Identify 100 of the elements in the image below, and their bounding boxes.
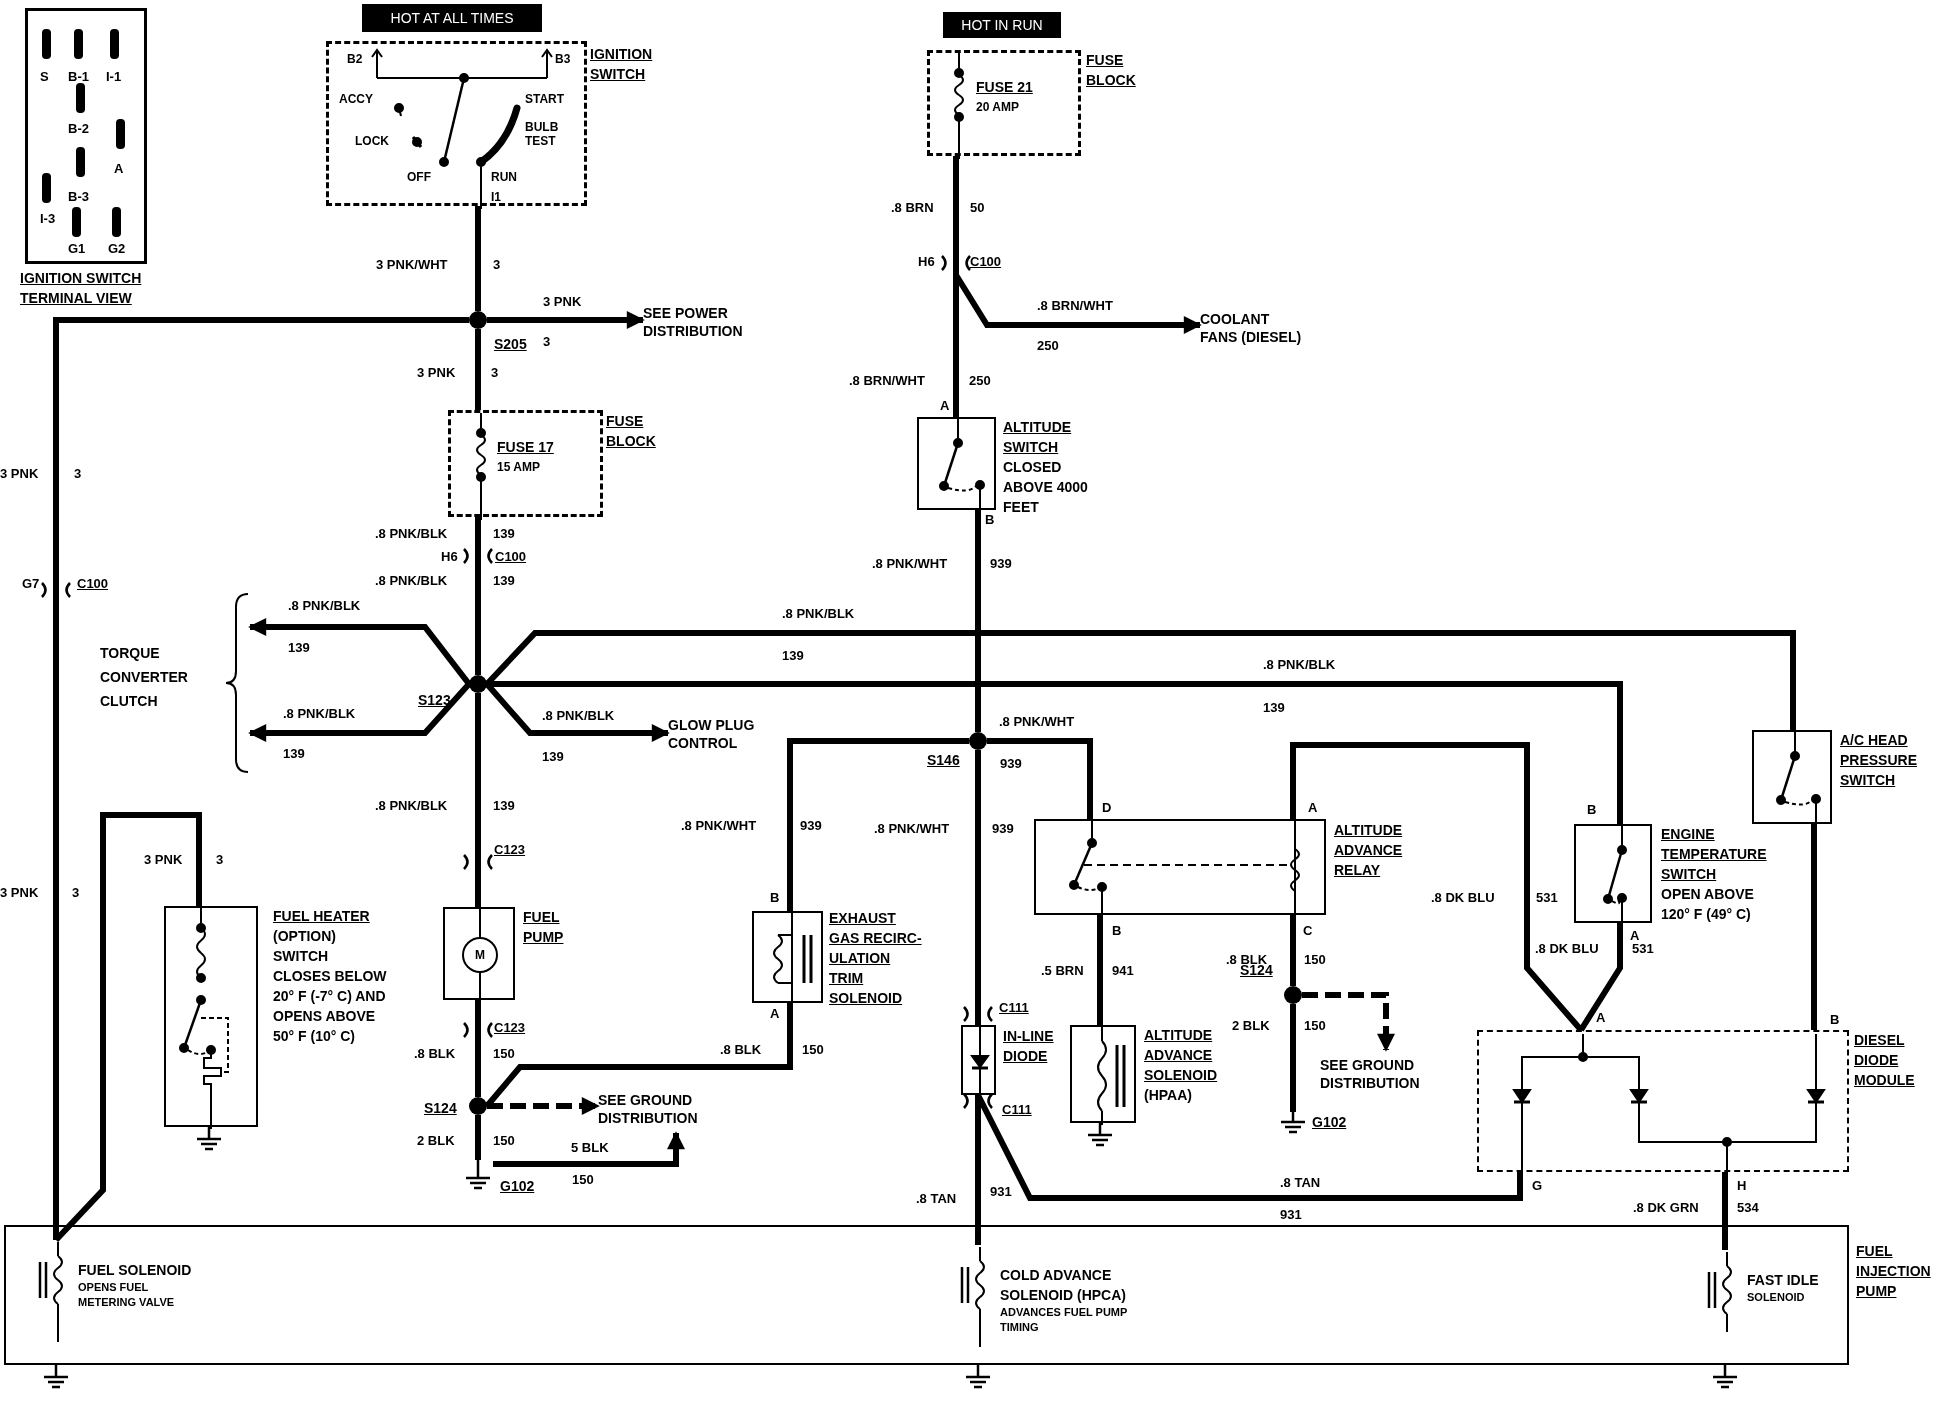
solenoid-label: ADVANCES FUEL PUMP TIMING bbox=[1000, 1305, 1129, 1335]
destination-label: TORQUE CONVERTER CLUTCH bbox=[100, 644, 189, 711]
wire-label: .8 PNK/BLK bbox=[283, 706, 356, 721]
wire-label: 250 bbox=[1037, 338, 1059, 353]
connector-label: C111 bbox=[999, 1000, 1029, 1015]
connector-label: C111 bbox=[1002, 1102, 1032, 1117]
wire-label: 3 PNK bbox=[0, 466, 39, 481]
wire-label: A bbox=[1308, 800, 1318, 815]
wire-label: 250 bbox=[969, 373, 991, 388]
wire-label: 139 bbox=[288, 640, 310, 655]
component-label: CLOSED ABOVE 4000 FEET bbox=[1003, 458, 1089, 517]
component-label: S123 bbox=[418, 691, 452, 710]
wire-label: B bbox=[985, 512, 995, 527]
ignition-switch-outline bbox=[326, 41, 587, 206]
wire bbox=[53, 812, 202, 1243]
wire-label: 3 PNK bbox=[417, 365, 456, 380]
wire-label: .8 PNK/WHT bbox=[874, 821, 950, 836]
wire-label: .8 DK GRN bbox=[1633, 1200, 1699, 1215]
component-label: IGNITION SWITCH TERMINAL VIEW bbox=[20, 269, 143, 308]
motor-symbol: M bbox=[462, 937, 498, 973]
wire-label: H bbox=[1737, 1178, 1747, 1193]
fuse-label: FUSE 21 bbox=[976, 78, 1033, 97]
connector-label: C100 bbox=[970, 254, 1002, 269]
wire bbox=[1811, 824, 1817, 1030]
wire-label: .8 DK BLU bbox=[1535, 941, 1599, 956]
switch-position-label: RUN bbox=[491, 170, 517, 184]
switch-position-label: START bbox=[525, 92, 565, 106]
heater-switch-outline bbox=[164, 906, 258, 1127]
wire-label: 139 bbox=[542, 749, 564, 764]
terminal-label: B-3 bbox=[68, 188, 89, 206]
wire-label: H6 bbox=[441, 549, 458, 564]
terminal-label: A bbox=[114, 160, 124, 178]
wire-label: B bbox=[1830, 1012, 1840, 1027]
diode-outline bbox=[961, 1025, 996, 1095]
wire-label: C bbox=[1303, 923, 1313, 938]
wire-label: 139 bbox=[493, 526, 515, 541]
terminal-label: I-1 bbox=[106, 68, 122, 86]
wire-label: G7 bbox=[22, 576, 40, 591]
wire-label: .8 TAN bbox=[916, 1191, 957, 1206]
wire-label: 150 bbox=[572, 1172, 594, 1187]
switch-outline bbox=[1752, 730, 1832, 824]
wire-label: 3 bbox=[74, 466, 82, 481]
wire bbox=[475, 329, 481, 410]
wire-label: .8 PNK/BLK bbox=[375, 573, 448, 588]
fuse-block-outline bbox=[927, 50, 1081, 156]
terminal-label: S bbox=[40, 68, 49, 86]
wire-label: A bbox=[770, 1006, 780, 1021]
relay-outline bbox=[1034, 819, 1326, 915]
wire-label: 939 bbox=[992, 821, 1014, 836]
fuse-label: 20 AMP bbox=[976, 99, 1020, 116]
fuel-pump-outline bbox=[443, 907, 515, 1000]
wire-label: 931 bbox=[990, 1184, 1012, 1199]
wire-label: .8 PNK/BLK bbox=[375, 526, 448, 541]
connector-label: C123 bbox=[494, 1020, 526, 1035]
wire bbox=[484, 1003, 793, 1108]
wire-label: 139 bbox=[283, 746, 305, 761]
wire-label: .8 PNK/WHT bbox=[872, 556, 948, 571]
wire-label: 3 bbox=[491, 365, 499, 380]
wire-label: 150 bbox=[1304, 1018, 1326, 1033]
wire bbox=[1578, 923, 1623, 1032]
wire-label: H6 bbox=[918, 254, 935, 269]
switch-position-label: LOCK bbox=[355, 134, 389, 148]
switch-position-label: ACCY bbox=[339, 92, 373, 106]
destination-label: SEE GROUND DISTRIBUTION bbox=[598, 1085, 748, 1133]
terminal-label: G2 bbox=[108, 240, 126, 258]
component-label: ALTITUDE ADVANCE SOLENOID bbox=[1144, 1026, 1219, 1085]
wire-label: 3 PNK bbox=[543, 294, 582, 309]
wire-label: 150 bbox=[802, 1042, 824, 1057]
wire bbox=[787, 738, 969, 911]
wire bbox=[987, 738, 1093, 819]
connector-label: C100 bbox=[77, 576, 109, 591]
switch-outline bbox=[1574, 824, 1652, 923]
destination-label: SEE GROUND DISTRIBUTION bbox=[1320, 1050, 1465, 1098]
terminal-label: I-3 bbox=[40, 210, 56, 228]
wire bbox=[1097, 915, 1103, 1025]
component-label: S205 bbox=[494, 335, 528, 354]
injection-pump-outline bbox=[4, 1225, 1849, 1365]
component-label: A/C HEAD PRESSURE SWITCH bbox=[1840, 731, 1919, 790]
wire-label: B bbox=[770, 890, 780, 905]
component-label: ALTITUDE ADVANCE RELAY bbox=[1334, 821, 1404, 880]
status-tag: HOT AT ALL TIMES bbox=[362, 4, 542, 32]
wire-label: .8 BRN bbox=[891, 200, 934, 215]
switch-position-label: OFF bbox=[407, 170, 431, 184]
wire bbox=[475, 206, 481, 311]
status-tag: HOT IN RUN bbox=[943, 12, 1061, 38]
wire bbox=[475, 693, 481, 907]
switch-position-label: I1 bbox=[491, 190, 501, 204]
wire-label: 150 bbox=[493, 1046, 515, 1061]
wire-label: 139 bbox=[1263, 700, 1285, 715]
wire-label: 5 BLK bbox=[571, 1140, 609, 1155]
component-label: G102 bbox=[500, 1177, 536, 1196]
wire bbox=[53, 317, 469, 1240]
fuse-label: 15 AMP bbox=[497, 459, 541, 476]
wire-label: .5 BRN bbox=[1041, 963, 1084, 978]
component-label: (OPTION) SWITCH CLOSES BELOW 20° F (-7° C) AND OPENS ABOVE 50° F (10° C) bbox=[273, 927, 388, 1046]
wire-label: A bbox=[940, 398, 950, 413]
wire-label: 3 PNK bbox=[0, 885, 39, 900]
component-label: FUEL PUMP bbox=[523, 908, 565, 947]
wire-arrow bbox=[487, 1097, 600, 1115]
wire-label: 3 bbox=[543, 334, 551, 349]
